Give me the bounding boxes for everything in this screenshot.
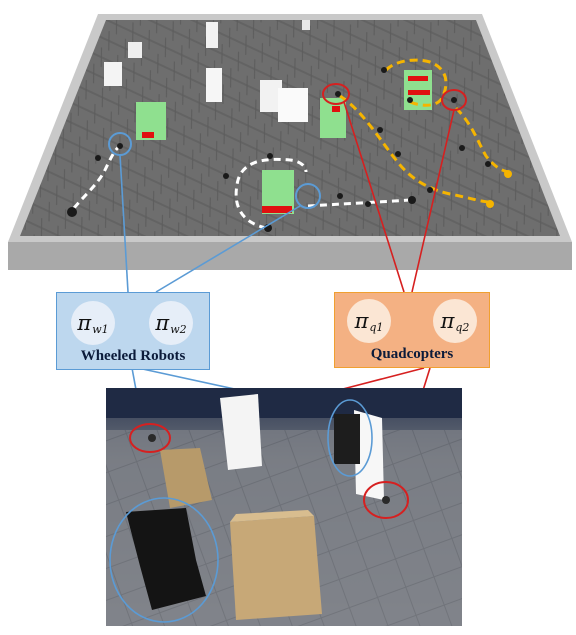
photo-wheeled-highlight-1: [109, 497, 219, 623]
wheeled-trajectories: [72, 144, 411, 230]
quad-highlight-1: [322, 83, 350, 105]
quad-trajectories: [339, 58, 509, 204]
goal-marker-4a: [408, 76, 428, 81]
goal-marker-3: [262, 206, 292, 213]
red-line-sim-1: [343, 101, 405, 293]
wheeled-robots-label: Wheeled Robots: [80, 348, 186, 364]
photo-wheeled-robot-2: [334, 414, 360, 464]
photo-box-1: [160, 448, 212, 508]
photo-quad-highlight-1: [129, 423, 171, 453]
wheeled-highlight-2: [295, 183, 321, 209]
goal-marker-4b: [408, 90, 430, 95]
photo-back-wall: [106, 388, 462, 418]
sim-wheeled-robot-2: [408, 196, 416, 204]
photo-white-pillar: [220, 394, 262, 470]
policy-symbol: π: [155, 311, 170, 335]
sim-goal-points: [486, 170, 512, 208]
blue-line-sim-2: [155, 205, 301, 293]
photo-wheeled-robot-1: [126, 508, 206, 610]
goal-marker-2: [332, 106, 340, 112]
photo-quadcopter-1: [148, 434, 156, 442]
white-obstacles: [104, 20, 310, 122]
goal-marker-1: [142, 132, 154, 138]
photo-quad-highlight-2: [363, 481, 409, 519]
goal-blocks: [136, 70, 432, 214]
sim-wheeled-robot-1: [67, 207, 77, 217]
photo-wheeled-highlight-2: [327, 399, 373, 477]
policy-symbol: π: [354, 309, 369, 333]
policy-subscript: w1: [92, 322, 109, 336]
real-world-photo: [106, 388, 462, 626]
policy-subscript: q2: [455, 320, 470, 334]
photo-box-2: [230, 516, 322, 620]
policy-subscript: w2: [170, 322, 187, 336]
simulation-arena: [8, 14, 572, 270]
quadcopters-label: Quadcopters: [370, 346, 454, 362]
policy-symbol: π: [440, 309, 455, 333]
arena-wall-front: [8, 242, 572, 270]
policy-symbol: π: [77, 311, 92, 335]
blue-line-sim-1: [119, 154, 129, 293]
photo-quadcopter-2: [382, 496, 390, 504]
sim-robots: [67, 67, 491, 232]
policy-subscript: q1: [369, 320, 384, 334]
red-line-sim-2: [411, 109, 455, 293]
